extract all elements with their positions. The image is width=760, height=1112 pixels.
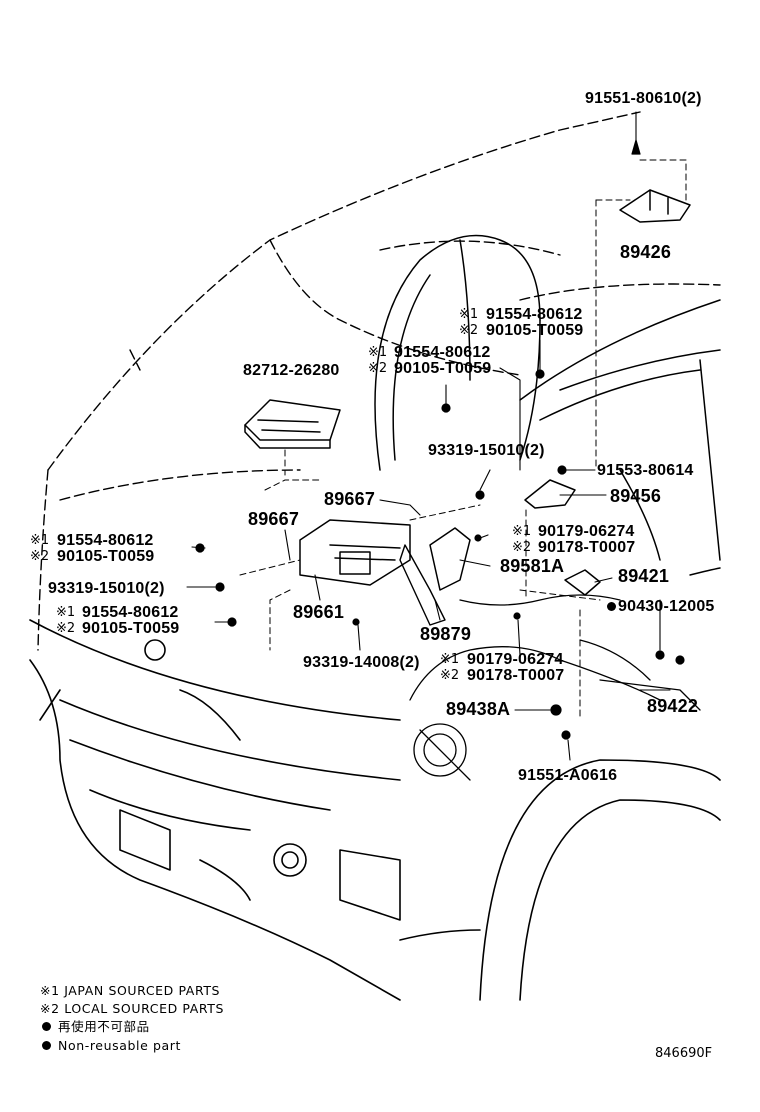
engine-bay-outline xyxy=(409,594,701,781)
local-sourced-mark: ※2 xyxy=(368,361,388,376)
label-89438A: 89438A xyxy=(446,699,511,719)
legend-japan-sourced: ※1 JAPAN SOURCED PARTS xyxy=(40,982,220,1000)
label-90105-T0059-a: 90105-T0059 xyxy=(486,322,584,339)
diagram-reference-code: 846690F xyxy=(655,1046,713,1061)
label-90430-12005: 90430-12005 xyxy=(618,598,715,615)
door-outline xyxy=(519,299,721,576)
label-90178-T0007-b: 90178-T0007 xyxy=(467,667,565,684)
airbag-sensor-assembly-89661 xyxy=(299,519,411,586)
legend-non-reusable-jp: 再使用不可部品 xyxy=(42,1018,150,1036)
wheel-arch-outline xyxy=(399,759,721,1001)
japan-sourced-mark: ※1 xyxy=(56,605,76,620)
legend-non-reusable-en-label: Non-reusable part xyxy=(58,1038,181,1053)
seat-outline xyxy=(374,234,541,471)
local-sourced-mark: ※2 xyxy=(459,323,479,338)
sensor-89456 xyxy=(524,479,576,509)
local-sourced-mark: ※2 xyxy=(40,1001,60,1016)
legend-local-label: LOCAL SOURCED PARTS xyxy=(64,1001,225,1016)
local-sourced-mark: ※2 xyxy=(30,549,50,564)
ecu-module-82712 xyxy=(244,399,341,449)
japan-sourced-mark: ※1 xyxy=(368,345,388,360)
label-91554-80612-c: 91554-80612 xyxy=(57,532,154,549)
label-91554-80612-a: 91554-80612 xyxy=(486,306,583,323)
sensor-89421 xyxy=(564,569,601,596)
label-89661: 89661 xyxy=(293,602,345,622)
japan-sourced-mark: ※1 xyxy=(512,524,532,539)
label-93319-15010-b: 93319-15010(2) xyxy=(48,580,165,597)
vehicle-body-outline xyxy=(37,111,721,651)
label-91553-80614: 91553-80614 xyxy=(597,462,694,479)
legend-local-sourced: ※2 LOCAL SOURCED PARTS xyxy=(40,1000,224,1018)
label-89421: 89421 xyxy=(618,566,670,586)
label-90179-06274-a: 90179-06274 xyxy=(538,523,635,540)
label-91551-A0616: 91551-A0616 xyxy=(518,767,618,784)
label-89422: 89422 xyxy=(647,696,699,716)
japan-sourced-mark: ※1 xyxy=(40,983,60,998)
label-89879: 89879 xyxy=(420,624,472,644)
bracket-89879 xyxy=(399,544,446,626)
legend-non-reusable-en: Non-reusable part xyxy=(42,1037,181,1055)
local-sourced-mark: ※2 xyxy=(56,621,76,636)
label-89426: 89426 xyxy=(620,242,672,262)
local-sourced-mark: ※2 xyxy=(440,668,460,683)
front-fascia-outline xyxy=(29,619,401,1001)
legend-japan-label: JAPAN SOURCED PARTS xyxy=(64,983,221,998)
japan-sourced-mark: ※1 xyxy=(459,307,479,322)
leader-lines xyxy=(186,111,671,761)
guide-lines xyxy=(239,159,687,721)
label-90105-T0059-b: 90105-T0059 xyxy=(394,360,492,377)
label-89667-b: 89667 xyxy=(248,509,300,529)
label-90105-T0059-c: 90105-T0059 xyxy=(57,548,155,565)
label-90178-T0007-a: 90178-T0007 xyxy=(538,539,636,556)
label-90105-T0059-d: 90105-T0059 xyxy=(82,620,180,637)
japan-sourced-mark: ※1 xyxy=(440,652,460,667)
label-91554-80612-d: 91554-80612 xyxy=(82,604,179,621)
non-reusable-dot-icon xyxy=(42,1041,51,1050)
label-89667-a: 89667 xyxy=(324,489,376,509)
non-reusable-dot-icon xyxy=(607,602,616,611)
label-93319-14008: 93319-14008(2) xyxy=(303,654,420,671)
sensor-89581A xyxy=(429,527,471,591)
label-89456: 89456 xyxy=(610,486,662,506)
label-91554-80612-b: 91554-80612 xyxy=(394,344,491,361)
label-89581A: 89581A xyxy=(500,556,565,576)
bracket-89426 xyxy=(619,189,691,223)
japan-sourced-mark: ※1 xyxy=(30,533,50,548)
label-82712-26280: 82712-26280 xyxy=(243,362,340,379)
non-reusable-dot-icon xyxy=(42,1022,51,1031)
label-93319-15010-a: 93319-15010(2) xyxy=(428,442,545,459)
label-90179-06274-b: 90179-06274 xyxy=(467,651,564,668)
local-sourced-mark: ※2 xyxy=(512,540,532,555)
label-91551-80610: 91551-80610(2) xyxy=(585,90,702,107)
legend-non-reusable-jp-label: 再使用不可部品 xyxy=(58,1019,150,1034)
